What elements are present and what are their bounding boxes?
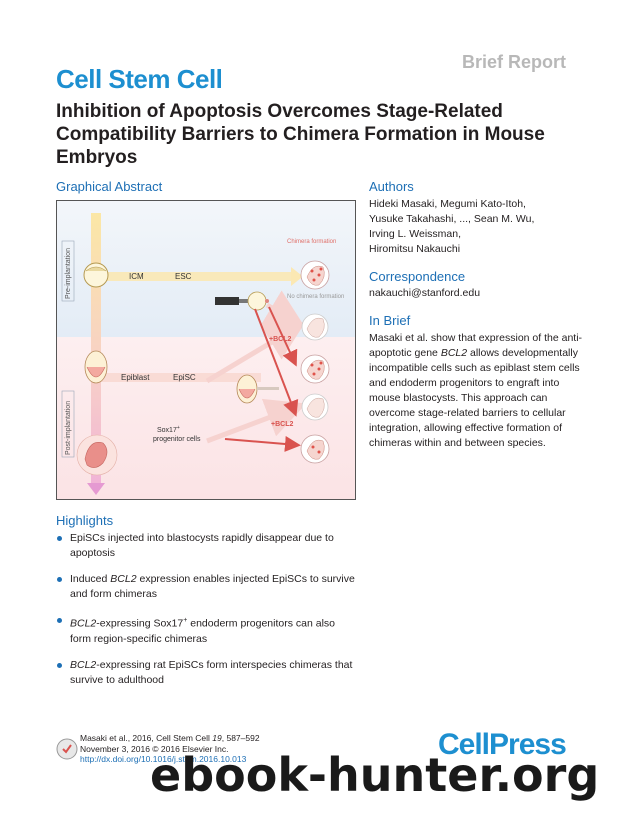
bcl2-arrow-3: [224, 436, 301, 452]
graphical-abstract: Pre-implantation Post-implantation ICM E…: [56, 200, 356, 500]
injection-embryo-post: [236, 374, 279, 404]
developmental-timeline-bar: [91, 213, 101, 483]
graphical-abstract-diagram: Pre-implantation Post-implantation ICM E…: [57, 201, 355, 499]
correspondence-email[interactable]: nakauchi@stanford.edu: [369, 287, 481, 299]
chimera-formation-label: Chimera formation: [287, 239, 336, 245]
no-chimera-formation-label: No chimera formation: [287, 294, 344, 300]
bcl2-label-2: +BCL2: [271, 421, 293, 428]
highlight-item: BCL2-expressing Sox17+ endoderm progenit…: [56, 613, 356, 647]
bcl2-arrow-1: [268, 306, 298, 367]
pre-implantation-label: Pre-implantation: [61, 240, 75, 302]
no-chimera-embryo-2: [301, 393, 329, 421]
authors-heading: Authors: [369, 179, 414, 194]
in-brief-heading: In Brief: [369, 313, 411, 328]
graphical-abstract-heading: Graphical Abstract: [56, 179, 163, 194]
journal-name: Cell Stem Cell: [56, 64, 223, 94]
crossmark-icon[interactable]: [56, 738, 78, 760]
chimera-embryo-1: [300, 260, 330, 290]
highlight-item: EpiSCs injected into blastocysts rapidly…: [56, 531, 356, 561]
svg-text:Pre-implantation: Pre-implantation: [65, 248, 72, 299]
no-chimera-embryo-1: [301, 313, 329, 341]
cellpress-logo: CellPress: [438, 728, 567, 761]
esc-label: ESC: [175, 272, 192, 281]
episc-label: EpiSC: [173, 373, 196, 382]
post-implantation-label: Post-implantation: [61, 390, 75, 458]
sox17-label: Sox17+: [157, 425, 180, 434]
authors-list: Hideki Masaki, Megumi Kato-Itoh, Yusuke …: [369, 198, 535, 255]
watermark: ebook-hunter.org: [150, 748, 600, 802]
citation-footer: Masaki et al., 2016, Cell Stem Cell 19, …: [80, 733, 260, 764]
icm-label: ICM: [129, 272, 144, 281]
highlight-item: BCL2-expressing rat EpiSCs form interspe…: [56, 658, 356, 688]
in-brief-text: Masaki et al. show that expression of th…: [369, 332, 583, 449]
chimera-embryo-2: [300, 354, 330, 384]
highlight-item: Induced BCL2 expression enables injected…: [56, 572, 356, 602]
report-type: Brief Report: [461, 52, 566, 72]
progenitor-label: progenitor cells: [153, 436, 201, 443]
bcl2-label-1: +BCL2: [269, 336, 291, 343]
article-title: Inhibition of Apoptosis Overcomes Stage-…: [56, 101, 545, 168]
late-embryo: [76, 434, 118, 476]
timeline-arrowhead: [87, 483, 105, 495]
doi-link[interactable]: http://dx.doi.org/10.1016/j.stem.2016.10…: [80, 754, 247, 764]
correspondence-heading: Correspondence: [369, 269, 466, 284]
chimera-embryo-3: [300, 434, 330, 464]
bcl2-arrow-2: [254, 308, 299, 417]
highlights-list: EpiSCs injected into blastocysts rapidly…: [56, 531, 356, 699]
highlights-heading: Highlights: [56, 513, 114, 528]
blastocyst-icm: [83, 262, 109, 288]
epiblast-embryo: [84, 350, 108, 384]
epiblast-label: Epiblast: [121, 373, 150, 382]
svg-text:Post-implantation: Post-implantation: [65, 401, 72, 455]
